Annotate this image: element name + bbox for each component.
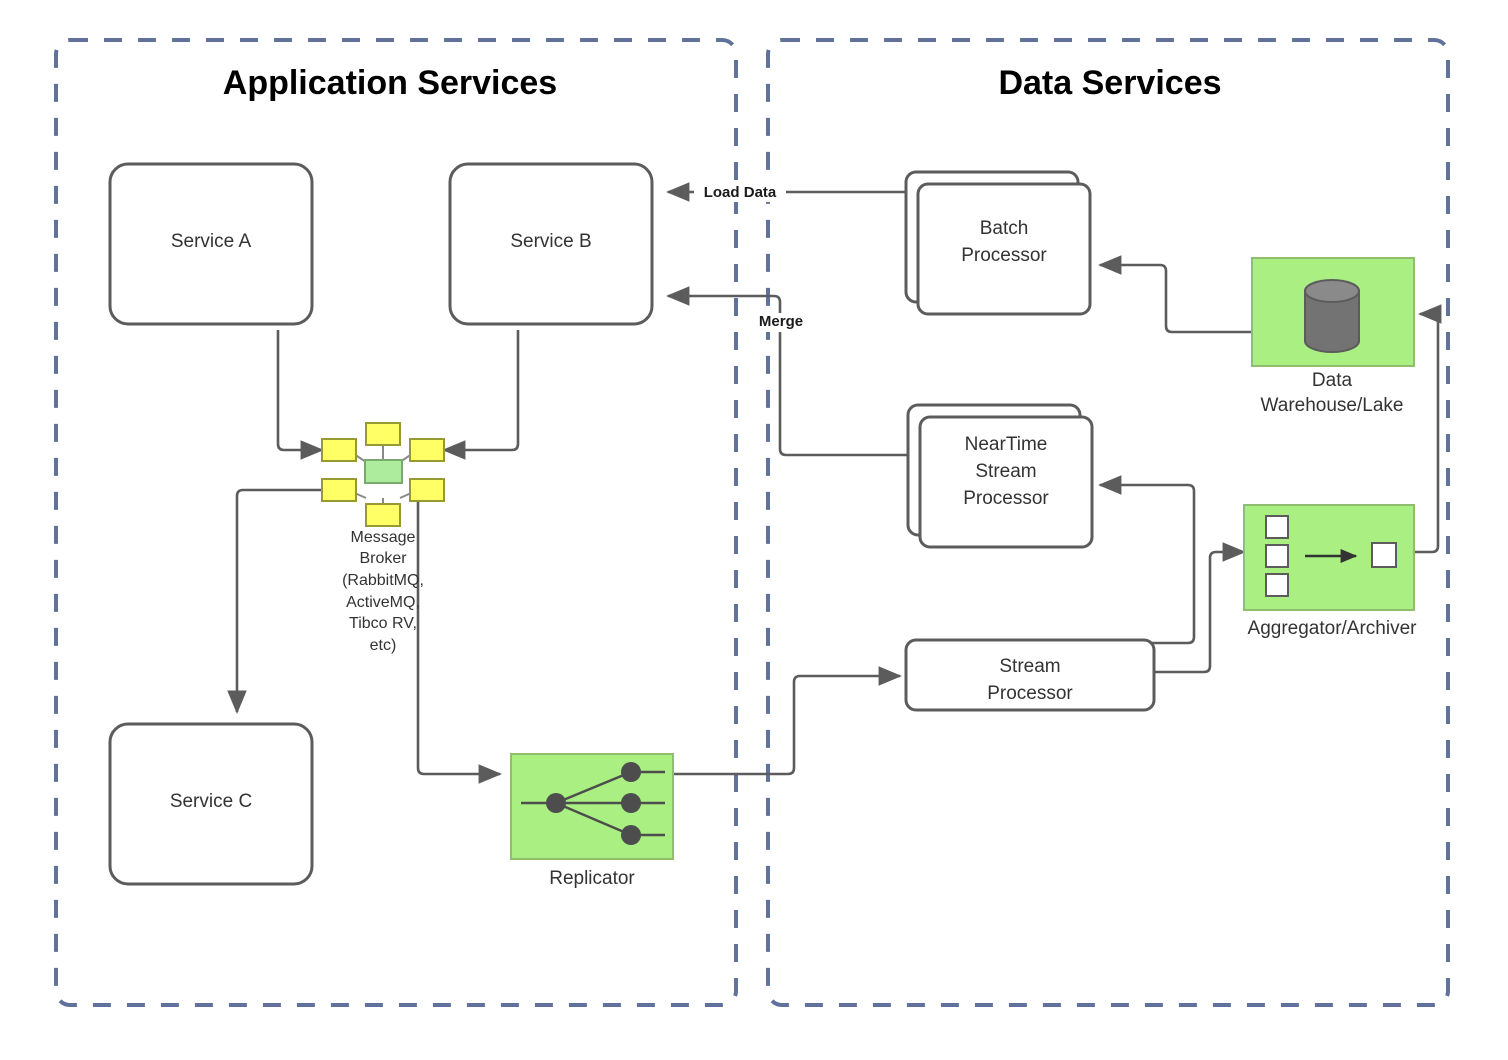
edge-service-b-to-broker <box>442 330 520 460</box>
neartime-label-line-1: NearTime <box>965 434 1048 455</box>
stream-processor-label-line-2: Processor <box>987 683 1073 704</box>
batch-processor-label-line-1: Batch <box>980 218 1029 239</box>
edge-stream-processor-to-neartime <box>1098 475 1196 645</box>
aggregator-icon <box>1265 515 1397 597</box>
node-message-broker[interactable]: Message Broker (RabbitMQ, ActiveMQ, Tibc… <box>321 422 445 654</box>
broker-label-line-1: Message <box>351 529 416 546</box>
broker-label-line-3: (RabbitMQ, <box>342 572 424 589</box>
database-cylinder-icon <box>1304 279 1360 353</box>
service-a-box[interactable] <box>108 162 314 326</box>
group-data-services: Data Services <box>766 38 1450 1007</box>
service-b-box[interactable] <box>448 162 654 326</box>
node-stream-processor[interactable]: Stream Processor <box>904 638 1156 712</box>
data-services-title: Data Services <box>998 64 1221 102</box>
node-neartime-stream-processor[interactable]: NearTime Stream Processor <box>906 403 1094 549</box>
node-service-b[interactable]: Service B <box>448 162 654 326</box>
stream-processor-label-line-1: Stream <box>999 656 1060 677</box>
neartime-label-line-3: Processor <box>963 488 1049 509</box>
node-replicator[interactable]: Replicator <box>510 753 674 889</box>
broker-node-top[interactable] <box>365 422 401 446</box>
broker-node-bottom[interactable] <box>365 503 401 527</box>
node-service-a[interactable]: Service A <box>108 162 314 326</box>
edge-service-a-to-broker <box>276 330 324 460</box>
data-warehouse-label-line-2: Warehouse/Lake <box>1261 395 1404 416</box>
broker-label-line-4: ActiveMQ, <box>346 594 420 611</box>
edges-layer <box>227 182 1442 784</box>
batch-processor-label-line-2: Processor <box>961 245 1047 266</box>
broker-node-left-bottom[interactable] <box>321 478 357 502</box>
replicator-box[interactable] <box>510 753 674 860</box>
node-aggregator-archiver[interactable]: Aggregator/Archiver <box>1243 504 1418 639</box>
node-data-warehouse[interactable]: Data Warehouse/Lake <box>1251 257 1415 416</box>
data-warehouse-label-line-1: Data <box>1312 370 1353 391</box>
broker-label-line-5: Tibco RV, <box>349 615 417 632</box>
application-services-title: Application Services <box>223 64 557 102</box>
edge-broker-to-replicator <box>416 500 502 784</box>
edge-broker-to-service-c <box>227 488 322 714</box>
broker-label-line-2: Broker <box>359 550 407 567</box>
edge-data-warehouse-to-batch-processor <box>1098 255 1252 334</box>
load-data-label-bg <box>694 183 786 202</box>
replicator-label: Replicator <box>549 868 635 889</box>
edge-stream-processor-to-aggregator <box>1150 542 1246 674</box>
message-broker-label: Message Broker (RabbitMQ, ActiveMQ, Tibc… <box>342 529 424 654</box>
edge-neartime-to-service-b <box>666 286 908 457</box>
broker-node-left-top[interactable] <box>321 438 357 462</box>
node-batch-processor[interactable]: Batch Processor <box>904 170 1092 316</box>
edge-label-merge: Merge <box>759 313 803 330</box>
edge-label-load-data: Load Data <box>704 184 777 201</box>
service-a-label: Service A <box>171 231 252 252</box>
broker-center-node[interactable] <box>364 459 403 484</box>
replicator-fanout-icon <box>521 762 665 845</box>
broker-label-line-6: etc) <box>370 637 397 654</box>
node-service-c[interactable]: Service C <box>108 722 314 886</box>
batch-processor-box[interactable] <box>916 182 1092 316</box>
merge-label-bg <box>752 313 810 332</box>
neartime-label-line-2: Stream <box>975 461 1036 482</box>
stream-processor-box[interactable] <box>904 638 1156 712</box>
neartime-box[interactable] <box>918 415 1094 549</box>
edge-labels-layer: Load Data Merge <box>694 183 810 332</box>
edge-aggregator-to-data-warehouse <box>1414 304 1442 554</box>
service-c-label: Service C <box>170 791 252 812</box>
group-application-services: Application Services <box>54 38 738 1007</box>
broker-node-right-top[interactable] <box>409 438 445 462</box>
broker-node-right-bottom[interactable] <box>409 478 445 502</box>
aggregator-label: Aggregator/Archiver <box>1248 618 1418 639</box>
edge-replicator-to-stream-processor <box>673 666 902 776</box>
service-b-label: Service B <box>510 231 591 252</box>
service-c-box[interactable] <box>108 722 314 886</box>
